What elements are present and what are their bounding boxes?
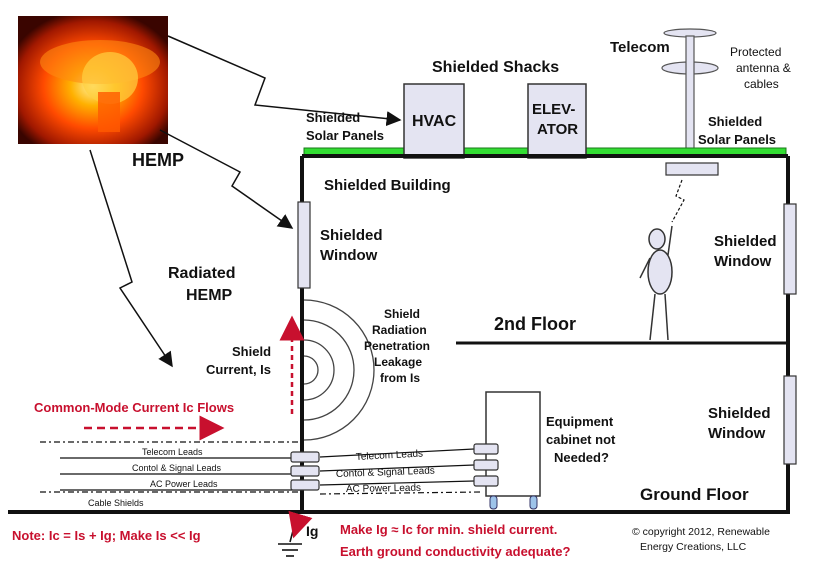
cabinet-wheels <box>489 495 538 510</box>
leakage-label-3: Penetration <box>364 339 430 353</box>
equipment-label-1: Equipment <box>546 414 614 429</box>
ig-label: Ig <box>306 523 318 539</box>
equipment-label-3: Needed? <box>554 450 609 465</box>
ground-current-arrow <box>288 510 313 539</box>
shielded-shacks-label: Shielded Shacks <box>432 59 559 76</box>
elevator-label-1: ELEV- <box>532 101 575 118</box>
copyright-line-1: © copyright 2012, Renewable <box>632 526 770 538</box>
shielded-building-label: Shielded Building <box>324 177 451 194</box>
lead-cable-shields-label: Cable Shields <box>88 498 144 508</box>
solar-left-label-1: Shielded <box>306 110 360 125</box>
telecom-antenna <box>661 28 719 152</box>
lead-telecom-inside-label: Telecom Leads <box>356 448 424 463</box>
shielded-window-right-lower <box>783 375 797 465</box>
second-floor-label: 2nd Floor <box>494 314 576 334</box>
shielded-window-right-upper <box>783 203 797 295</box>
telecom-label: Telecom <box>610 39 670 56</box>
window-right1-label-1: Shielded <box>714 233 777 250</box>
leakage-label-4: Leakage <box>374 355 422 369</box>
lead-power-inside-label: AC Power Leads <box>346 483 421 495</box>
radiated-hemp-label-line2: HEMP <box>186 287 233 304</box>
external-lead-lines <box>40 441 300 493</box>
internal-lead-lines <box>319 448 481 495</box>
cabinet-connectors <box>473 443 499 487</box>
equipment-label-2: cabinet not <box>546 432 616 447</box>
hemp-arrow-roof <box>167 35 402 127</box>
common-mode-label: Common-Mode Current Ic Flows <box>34 400 234 415</box>
window-right2-label-1: Shielded <box>708 405 771 422</box>
hvac-label: HVAC <box>412 113 457 130</box>
elevator-label-2: ATOR <box>537 121 578 138</box>
lead-power-label: AC Power Leads <box>150 479 218 489</box>
window-left-label-1: Shielded <box>320 227 383 244</box>
wireless-signal <box>671 179 685 223</box>
leakage-label-5: from Is <box>380 371 420 385</box>
make-ig-note-2: Earth ground conductivity adequate? <box>340 544 570 559</box>
note-label: Note: Ic = Is + Ig; Make Is << Ig <box>12 528 201 543</box>
wall-connectors <box>290 451 320 491</box>
lead-control-label: Contol & Signal Leads <box>132 463 222 473</box>
hemp-arrow-leads <box>89 149 173 368</box>
copyright-line-2: Energy Creations, LLC <box>640 541 747 553</box>
ground-floor-label: Ground Floor <box>640 485 749 504</box>
lead-telecom-label: Telecom Leads <box>142 447 203 457</box>
window-right1-label-2: Window <box>714 253 772 270</box>
leakage-label-1: Shield <box>384 307 420 321</box>
shielded-window-left <box>297 201 311 289</box>
elevator-shack <box>527 83 587 159</box>
window-right2-label-2: Window <box>708 425 766 442</box>
shield-current-label-1: Shield <box>232 344 271 359</box>
solar-left-label-2: Solar Panels <box>306 128 384 143</box>
lead-control-inside-label: Contol & Signal Leads <box>336 466 435 480</box>
protected-antenna-label-1: Protected <box>730 45 781 59</box>
radiation-leakage-arcs <box>303 299 375 441</box>
hemp-label: HEMP <box>132 150 184 170</box>
person-figure <box>639 225 673 341</box>
radiated-hemp-label-line1: Radiated <box>168 265 236 282</box>
protected-antenna-label-3: cables <box>744 77 779 91</box>
solar-right-label-2: Solar Panels <box>698 132 776 147</box>
protected-antenna-label-2: antenna & <box>736 61 791 75</box>
leakage-label-2: Radiation <box>372 323 427 337</box>
ceiling-antenna-box <box>665 162 719 176</box>
solar-right-label-1: Shielded <box>708 114 762 129</box>
hemp-fireball-image <box>18 16 168 144</box>
window-left-label-2: Window <box>320 247 378 264</box>
shield-current-label-2: Current, Is <box>206 362 271 377</box>
hemp-arrow-window <box>159 129 294 229</box>
make-ig-note-1: Make Ig ≈ Ic for min. shield current. <box>340 522 557 537</box>
